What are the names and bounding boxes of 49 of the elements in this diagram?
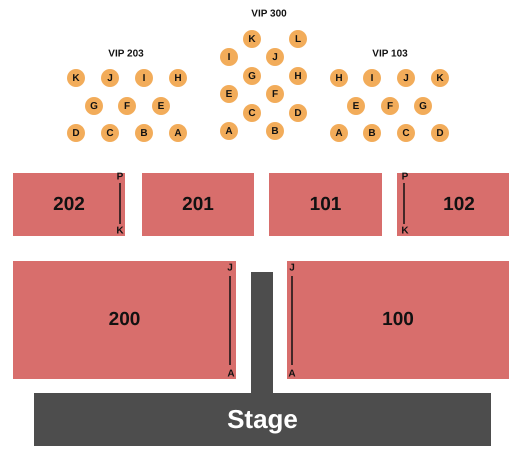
table-circle: H [330, 69, 348, 87]
table-circle: G [414, 97, 432, 115]
table-circle: C [397, 124, 415, 142]
row-letter: P [402, 172, 408, 182]
table-circle: A [330, 124, 348, 142]
stage-block: Stage [34, 393, 491, 446]
table-circle: I [220, 48, 238, 66]
table-circle: D [67, 124, 85, 142]
table-circle: E [220, 85, 238, 103]
table-circle: A [220, 122, 238, 140]
table-circle: H [289, 67, 307, 85]
table-circle: I [363, 69, 381, 87]
table-circle: A [169, 124, 187, 142]
seating-section: 101 [269, 173, 382, 236]
table-circle: J [397, 69, 415, 87]
row-letter: K [116, 226, 124, 236]
table-circle: F [381, 97, 399, 115]
table-circle: B [363, 124, 381, 142]
table-circle: K [431, 69, 449, 87]
table-circle: J [266, 48, 284, 66]
table-circle: E [152, 97, 170, 115]
table-circle: B [135, 124, 153, 142]
table-circle: F [266, 85, 284, 103]
table-circle: K [67, 69, 85, 87]
table-circle: L [289, 30, 307, 48]
table-circle: B [266, 122, 284, 140]
row-letter: J [227, 262, 233, 274]
table-circle: F [118, 97, 136, 115]
row-letter: K [401, 226, 409, 236]
table-circle: I [135, 69, 153, 87]
table-circle: H [169, 69, 187, 87]
table-circle: J [101, 69, 119, 87]
row-letter: A [227, 368, 235, 380]
seating-section: 201 [142, 173, 254, 236]
table-circle: D [289, 104, 307, 122]
row-letter: A [288, 368, 296, 380]
runway-bar [251, 272, 273, 395]
table-circle: D [431, 124, 449, 142]
table-circle: G [243, 67, 261, 85]
row-letter: J [289, 262, 295, 274]
section-heading: VIP 203 [108, 48, 144, 60]
table-circle: E [347, 97, 365, 115]
table-circle: C [101, 124, 119, 142]
section-heading: VIP 300 [251, 8, 287, 20]
table-circle: K [243, 30, 261, 48]
section-heading: VIP 103 [372, 48, 408, 60]
table-circle: C [243, 104, 261, 122]
row-letter: P [116, 172, 124, 182]
table-circle: G [85, 97, 103, 115]
